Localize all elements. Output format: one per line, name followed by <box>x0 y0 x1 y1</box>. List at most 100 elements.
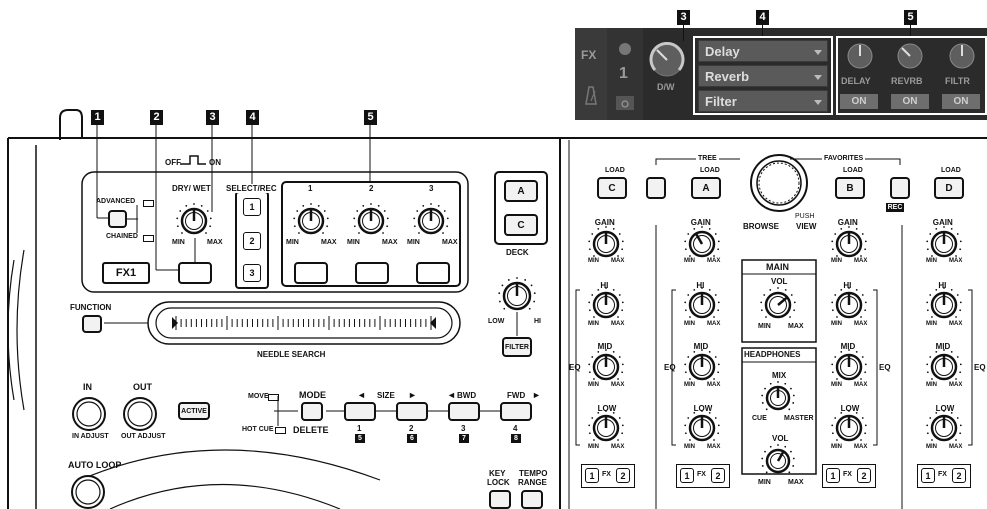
channel-1-mid-max-label: MAX <box>707 382 721 388</box>
pad-number-1: 1 <box>357 424 362 433</box>
deck-button-c[interactable]: C <box>504 214 538 236</box>
tree-button[interactable] <box>646 177 666 199</box>
fx-assign-0-button-1[interactable]: 1 <box>585 468 599 483</box>
param-label-filter: FILTR <box>945 76 970 86</box>
channel-2-hi-min-label: MIN <box>831 321 842 327</box>
channel-3-low-label: LOW <box>935 404 955 413</box>
bwd-left-arrow-icon: ◄ <box>447 390 456 400</box>
filter-button[interactable]: FILTER <box>502 337 532 357</box>
callout-3: 3 <box>206 110 219 125</box>
size-right-arrow-icon: ► <box>408 390 417 400</box>
load-button-b[interactable]: B <box>835 177 865 199</box>
param-knob-delay[interactable] <box>846 42 874 70</box>
select-button-3[interactable]: 3 <box>243 264 261 282</box>
range-label: RANGE <box>518 478 547 487</box>
channel-2-gain-max-label: MAX <box>854 258 868 264</box>
hot-cue-led <box>275 427 286 434</box>
active-button[interactable]: ACTIVE <box>178 402 210 420</box>
effect-dropdown-1[interactable]: Delay <box>698 40 828 62</box>
callout-line <box>762 25 763 36</box>
channel-0-mid-label: MID <box>597 342 613 351</box>
param-label-reverb: REVRB <box>891 76 923 86</box>
channel-0-gain-min-label: MIN <box>588 258 599 264</box>
channel-1-gain-min-label: MIN <box>684 258 695 264</box>
fx-enable-led[interactable] <box>619 43 631 55</box>
fx-assign-1-button-1[interactable]: 1 <box>680 468 694 483</box>
load-button-c[interactable]: C <box>597 177 627 199</box>
max-label: MAX <box>382 239 398 246</box>
fx1-button[interactable]: FX1 <box>102 262 150 284</box>
max-label: MAX <box>321 239 337 246</box>
fx-param-button-1[interactable] <box>294 262 328 284</box>
param-knob-filter[interactable] <box>948 42 976 70</box>
effect-dropdown-3[interactable]: Filter <box>698 90 828 112</box>
size-label: SIZE <box>377 391 395 400</box>
channel-0-low-max-label: MAX <box>611 444 625 450</box>
on-button-2[interactable]: ON <box>891 94 929 109</box>
mode-button[interactable] <box>301 402 323 421</box>
browse-knob[interactable] <box>749 153 809 213</box>
max-label: MAX <box>442 239 458 246</box>
lock-label: LOCK <box>487 478 510 487</box>
load-button-d[interactable]: D <box>934 177 964 199</box>
channel-0-mid-min-label: MIN <box>588 382 599 388</box>
load-label-b: LOAD <box>843 167 863 174</box>
on-button-1[interactable]: ON <box>840 94 878 109</box>
channel-1-hi-min-label: MIN <box>684 321 695 327</box>
callout-3-software: 3 <box>677 10 690 25</box>
fx-mode-button[interactable] <box>108 210 127 228</box>
fx-param-button-2[interactable] <box>355 262 389 284</box>
channel-0-low-min-label: MIN <box>588 444 599 450</box>
pad-number-4: 4 <box>513 424 518 433</box>
callout-4-software: 4 <box>756 10 769 25</box>
param-knob-reverb[interactable] <box>896 42 924 70</box>
channel-0-hi-label: HI <box>600 281 609 290</box>
tempo-range-button[interactable] <box>521 490 543 509</box>
fx-assign-1-label: FX <box>697 471 706 478</box>
camera-icon[interactable] <box>616 96 634 110</box>
callout-4: 4 <box>246 110 259 125</box>
pad-number-3: 3 <box>461 424 466 433</box>
pad-button-3[interactable] <box>448 402 480 421</box>
dw-knob[interactable] <box>649 41 685 78</box>
fx-assign-3 <box>917 464 971 488</box>
select-button-1[interactable]: 1 <box>243 198 261 216</box>
fx-assign-2-button-1[interactable]: 1 <box>826 468 840 483</box>
on-button-3[interactable]: ON <box>942 94 980 109</box>
fx-assign-3-button-1[interactable]: 1 <box>921 468 935 483</box>
channel-0-hi-max-label: MAX <box>611 321 625 327</box>
channel-2-low-label: LOW <box>840 404 860 413</box>
hot-cue-label: HOT CUE <box>242 426 274 433</box>
deck-label: DECK <box>506 248 529 257</box>
channel-3-mid-min-label: MIN <box>926 382 937 388</box>
channel-2-mid-max-label: MAX <box>854 382 868 388</box>
fx-assign-0-button-2[interactable]: 2 <box>616 468 630 483</box>
fx-assign-3-button-2[interactable]: 2 <box>952 468 966 483</box>
fx-assign-1-button-2[interactable]: 2 <box>711 468 725 483</box>
effect-dropdown-2[interactable]: Reverb <box>698 65 828 87</box>
pad-sub-6: 6 <box>407 434 417 443</box>
function-button[interactable] <box>82 315 102 333</box>
channel-3-hi-min-label: MIN <box>926 321 937 327</box>
active-label: ACTIVE <box>181 407 207 415</box>
fx-assign-2-button-2[interactable]: 2 <box>857 468 871 483</box>
channel-0-gain-max-label: MAX <box>611 258 625 264</box>
deck-button-a[interactable]: A <box>504 180 538 202</box>
pad-button-1[interactable] <box>344 402 376 421</box>
channel-1-hi-label: HI <box>696 281 705 290</box>
channel-3-gain-max-label: MAX <box>949 258 963 264</box>
favorites-button[interactable] <box>890 177 910 199</box>
fx-assign-2-label: FX <box>843 471 852 478</box>
load-button-a[interactable]: A <box>691 177 721 199</box>
select-button-2[interactable]: 2 <box>243 232 261 250</box>
select-rec-label: SELECT/REC <box>226 184 277 193</box>
callout-2: 2 <box>150 110 163 125</box>
pad-button-4[interactable] <box>500 402 532 421</box>
fx-param-button-3[interactable] <box>416 262 450 284</box>
chevron-down-icon <box>814 75 822 80</box>
move-label: MOVE <box>248 393 269 400</box>
key-lock-button[interactable] <box>489 490 511 509</box>
pad-button-2[interactable] <box>396 402 428 421</box>
select-button-1-label: 1 <box>249 202 255 212</box>
dry-wet-button[interactable] <box>178 262 212 284</box>
